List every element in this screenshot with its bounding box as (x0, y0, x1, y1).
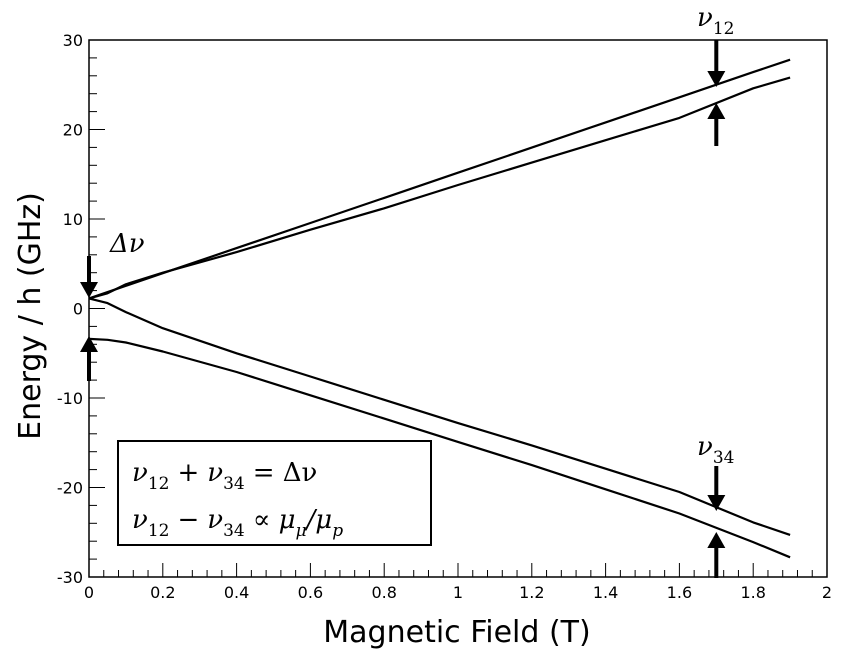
x-axis-label: Magnetic Field (T) (323, 615, 590, 650)
x-tick-label: 2 (822, 583, 832, 602)
equation-sum: ν12+ν34= Δν (132, 458, 317, 494)
y-tick-label: 30 (63, 31, 83, 50)
x-tick-label: 0.8 (371, 583, 396, 602)
y-tick-label: -20 (57, 479, 83, 498)
x-tick-label: 0.4 (224, 583, 249, 602)
x-tick-label: 1.2 (519, 583, 544, 602)
equation-diff: ν12−ν34∝ μμ/μp (132, 505, 343, 541)
x-tick-label: 0 (84, 583, 94, 602)
x-tick-label: 0.6 (298, 583, 323, 602)
series-line-4 (88, 337, 791, 559)
y-tick-label: 0 (73, 300, 83, 319)
y-tick-label: 10 (63, 210, 83, 229)
y-axis-label: Energy / h (GHz) (13, 192, 48, 440)
nu12-arrow-down (707, 40, 726, 87)
x-tick-label: 1.8 (740, 583, 765, 602)
y-tick-label: -30 (57, 568, 83, 587)
nu12-label: ν12 (697, 3, 734, 39)
nu34-label: ν34 (697, 432, 734, 468)
arrows (80, 40, 726, 578)
x-axis-ticks: 0 0.2 0.4 0.6 0.8 1 1.2 1.4 1.6 1.8 2 (84, 563, 832, 602)
series-line-3 (88, 297, 791, 536)
series-group (88, 58, 791, 559)
y-tick-label: 20 (63, 121, 83, 140)
delta-nu-label: Δν (109, 229, 145, 259)
delta-nu-arrow-up (80, 336, 98, 381)
series-line-2 (88, 76, 791, 300)
x-tick-label: 1.4 (593, 583, 618, 602)
equation-box (117, 440, 432, 546)
x-tick-label: 0.2 (150, 583, 175, 602)
nu34-arrow-down (707, 466, 726, 511)
nu12-arrow-up (707, 103, 726, 146)
y-tick-label: -10 (57, 389, 83, 408)
x-tick-label: 1 (453, 583, 463, 602)
series-line-1 (88, 58, 791, 300)
delta-nu-arrow-down (80, 256, 98, 298)
nu34-arrow-up (707, 532, 726, 578)
x-tick-label: 1.6 (667, 583, 692, 602)
y-axis-ticks: 30 20 10 0 -10 -20 -30 (57, 31, 105, 587)
